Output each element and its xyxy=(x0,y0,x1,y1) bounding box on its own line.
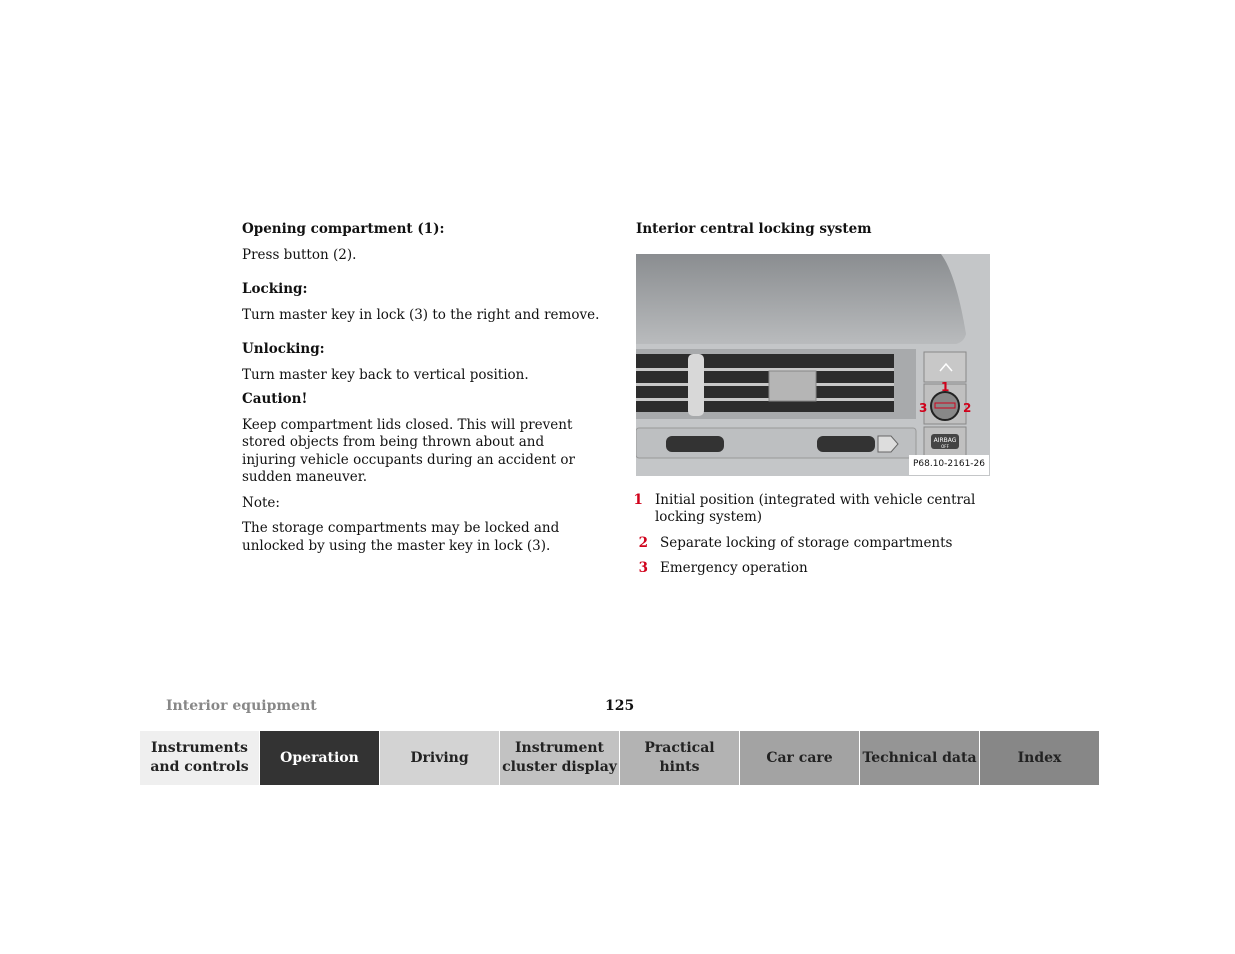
locking-heading: Locking: xyxy=(242,281,308,297)
page-number: 125 xyxy=(605,698,635,714)
right-column: Interior central locking system AIRBA xyxy=(634,221,996,578)
airbag-sub: OFF xyxy=(941,444,949,449)
callout-3: 3 xyxy=(919,401,927,415)
legend-number: 1 xyxy=(633,491,643,508)
caution-heading: Caution! xyxy=(242,391,308,407)
legend-text: Separate locking of storage compartments xyxy=(660,534,953,551)
tab-technical-data[interactable]: Technical data xyxy=(860,731,980,785)
tab-driving[interactable]: Driving xyxy=(380,731,500,785)
legend-text: Initial position (integrated with vehicl… xyxy=(654,491,976,526)
footer-section-title: Interior equipment xyxy=(166,698,317,714)
callout-2: 2 xyxy=(963,401,971,415)
figure-code: P68.10-2161-26 xyxy=(908,455,989,475)
airbag-label: AIRBAG xyxy=(934,437,957,444)
opening-text: Press button (2). xyxy=(242,246,357,263)
legend-item: 2 Separate locking of storage compartment… xyxy=(636,535,996,553)
legend-item: 1 Initial position (integrated with vehic… xyxy=(634,491,996,527)
unlocking-heading: Unlocking: xyxy=(242,341,325,357)
tab-car-care[interactable]: Car care xyxy=(740,731,860,785)
opening-heading: Opening compartment (1): xyxy=(242,221,445,237)
legend-number: 2 xyxy=(638,534,648,551)
tab-operation[interactable]: Operation xyxy=(260,731,380,785)
lock-cylinder-icon xyxy=(930,390,960,421)
section-heading: Interior central locking system xyxy=(636,221,872,237)
note-label: Note: xyxy=(242,494,280,511)
callout-1: 1 xyxy=(941,380,949,394)
unlocking-text: Turn master key back to vertical positio… xyxy=(242,366,529,383)
legend-list: 1 Initial position (integrated with vehic… xyxy=(634,491,996,578)
caution-text: Keep compartment lids closed. This will … xyxy=(242,416,575,486)
legend-number: 3 xyxy=(638,560,648,576)
legend-text: Emergency operation xyxy=(660,560,808,576)
left-column: Opening compartment (1): Press button (2… xyxy=(242,221,602,555)
legend-item: 3 Emergency operation xyxy=(636,560,996,578)
dashboard-illustration: AIRBAG OFF 1 2 3 P68.10-2161-26 xyxy=(636,253,990,476)
tab-index[interactable]: Index xyxy=(980,731,1099,785)
note-text: The storage compartments may be locked a… xyxy=(242,520,560,554)
locking-text: Turn master key in lock (3) to the right… xyxy=(242,306,600,323)
